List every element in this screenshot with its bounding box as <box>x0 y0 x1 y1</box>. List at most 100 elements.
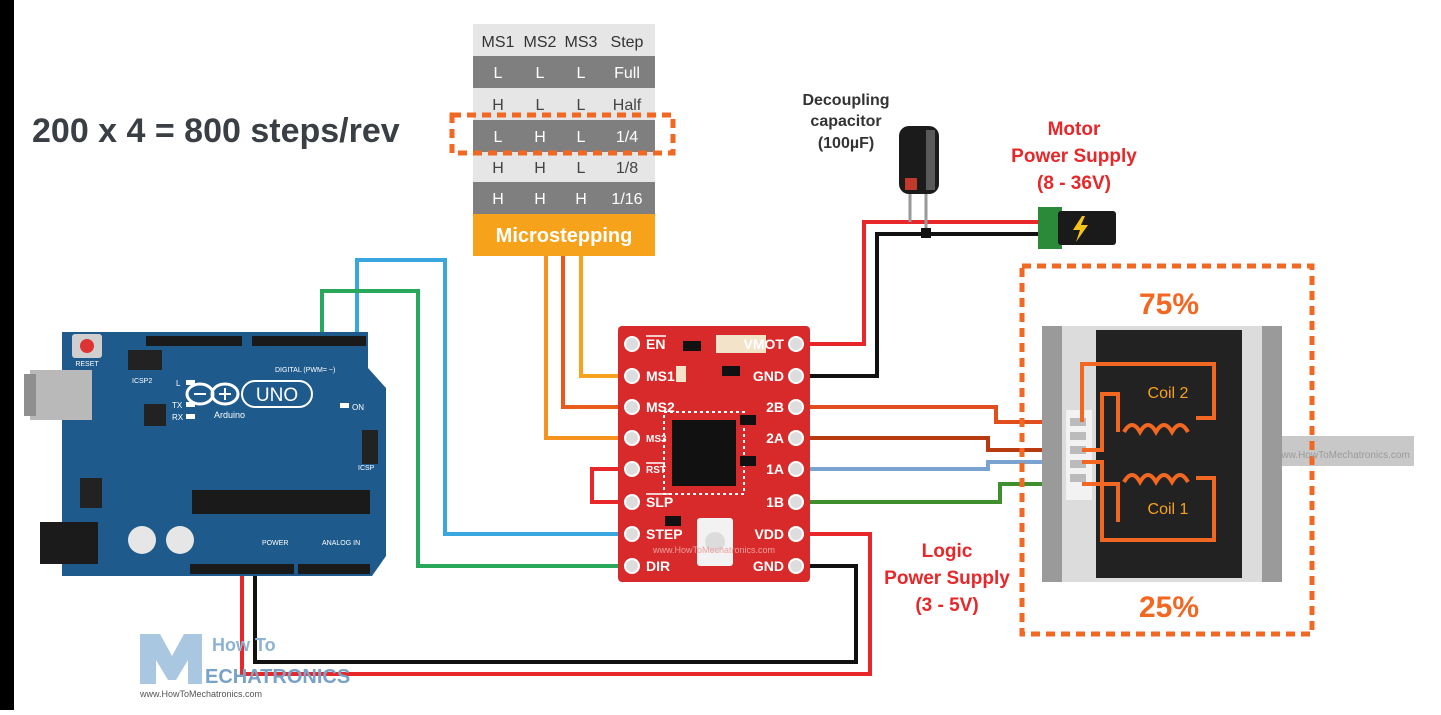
bottom-percent: 25% <box>1139 591 1199 624</box>
pin-dir: DIR <box>646 558 670 574</box>
digital-header-2 <box>252 336 366 346</box>
wire-1b <box>800 482 1075 504</box>
wire-vmot <box>800 220 1048 346</box>
pin-ms2: MS2 <box>646 399 675 415</box>
arduino-board <box>62 332 386 576</box>
digital-header-1 <box>146 336 242 346</box>
driver-watermark: www.HowToMechatronics.com <box>652 545 775 555</box>
power-jack <box>1058 211 1116 245</box>
driver-chip <box>672 420 736 486</box>
analog-header <box>298 564 370 574</box>
wire-motor-gnd <box>800 232 1048 378</box>
led-rx-label: RX <box>172 413 184 422</box>
pin-1b: 1B <box>766 494 784 510</box>
microstep-table: MS1 MS2 MS3 Step L L L Full H L L Half L… <box>449 24 676 256</box>
table-cell: H <box>492 97 504 114</box>
coil-1-winding <box>1082 460 1216 542</box>
power-header <box>190 564 294 574</box>
pin-vdd: VDD <box>754 526 784 542</box>
logo-m-mark <box>140 634 202 684</box>
table-cell: L <box>577 129 586 146</box>
table-cell: Full <box>614 65 640 82</box>
table-footer-label: Microstepping <box>496 225 633 247</box>
table-cell: Half <box>613 97 642 114</box>
led-tx-label: TX <box>172 401 183 410</box>
table-cell: 1/8 <box>616 160 638 177</box>
table-cell: H <box>534 191 546 208</box>
motor-supply-label-2: Power Supply <box>1011 146 1137 167</box>
arduino-uno: RESET ICSP2 DIGITAL (PWM= ~) UNO Arduino… <box>24 332 386 576</box>
wire-ms1 <box>579 256 632 378</box>
lightning-icon <box>1073 216 1088 242</box>
pin-2a: 2A <box>766 430 784 446</box>
table-footer <box>473 214 655 256</box>
arduino-logo-right <box>210 382 240 406</box>
stepper-motor: Coil 2 Coil 1 75% 25% <box>1019 263 1414 637</box>
top-percent: 75% <box>1139 288 1199 321</box>
capacitor-label-3: (100µF) <box>818 135 874 152</box>
table-cell: L <box>536 97 545 114</box>
coil-1-loops <box>1122 473 1190 487</box>
pin-ms3: MS3 <box>646 434 667 445</box>
wire-ms3 <box>544 256 632 440</box>
table-cell: L <box>577 97 586 114</box>
motor-power-supply: Motor Power Supply (8 - 36V) <box>1011 119 1137 249</box>
icsp2-header <box>128 350 162 370</box>
wire-step <box>355 258 632 536</box>
pin-gnd-logic: GND <box>753 558 784 574</box>
capacitor-label-1: Decoupling <box>802 92 889 109</box>
logic-supply-label-2: Power Supply <box>884 568 1010 589</box>
regulator <box>80 478 102 508</box>
icsp-label: ICSP <box>358 465 375 472</box>
reset-label: RESET <box>75 361 99 368</box>
sense-resistor <box>716 335 766 353</box>
logic-supply-label-3: (3 - 5V) <box>915 595 978 616</box>
coil-2-loops <box>1122 423 1190 437</box>
table-row <box>473 56 655 88</box>
pin-gnd-motor: GND <box>753 368 784 384</box>
digital-label: DIGITAL (PWM= ~) <box>275 367 335 374</box>
table-cell: L <box>577 65 586 82</box>
table-cell: L <box>494 129 503 146</box>
logic-supply-label-1: Logic <box>922 541 973 562</box>
dc-jack <box>40 522 98 564</box>
logo-mechatronics: ECHATRONICS <box>205 666 350 688</box>
icsp2-label: ICSP2 <box>132 378 152 385</box>
motor-core <box>1096 330 1242 578</box>
wire-ms2 <box>561 256 632 409</box>
table-header-cell: Step <box>611 34 644 51</box>
table-cell: 1/16 <box>611 191 642 208</box>
motor-shaft <box>1282 436 1414 466</box>
capacitor: Decoupling capacitor (100µF) <box>802 92 939 238</box>
wire-logic-gnd <box>253 564 858 664</box>
power-label: POWER <box>262 540 288 547</box>
table-cell: H <box>492 160 504 177</box>
analog-label: ANALOG IN <box>322 540 360 547</box>
steps-formula: 200 x 4 = 800 steps/rev <box>32 112 400 150</box>
led-l-label: L <box>176 379 181 388</box>
wires <box>240 220 1075 676</box>
icsp-header <box>362 430 378 464</box>
table-cell: H <box>534 129 546 146</box>
table-row <box>473 120 655 152</box>
atmega-chip <box>192 490 370 514</box>
table-cell: H <box>492 191 504 208</box>
table-header-cell: MS3 <box>565 34 598 51</box>
motor-highlight-box <box>1019 263 1315 637</box>
capacitor-1 <box>128 526 156 554</box>
on-label: ON <box>352 403 364 412</box>
table-cell: H <box>534 160 546 177</box>
highlight-row-box <box>449 112 676 156</box>
coil-2-label: Coil 2 <box>1148 385 1189 402</box>
table-header-cell: MS2 <box>524 34 557 51</box>
table-cell: L <box>494 65 503 82</box>
logo-how-to: How To <box>212 635 276 655</box>
pin-ms1: MS1 <box>646 368 675 384</box>
table-row <box>473 182 655 214</box>
logo-url: www.HowToMechatronics.com <box>139 689 262 699</box>
pin-step: STEP <box>646 526 683 542</box>
table-cell: L <box>577 160 586 177</box>
capacitor-label-2: capacitor <box>810 113 881 130</box>
